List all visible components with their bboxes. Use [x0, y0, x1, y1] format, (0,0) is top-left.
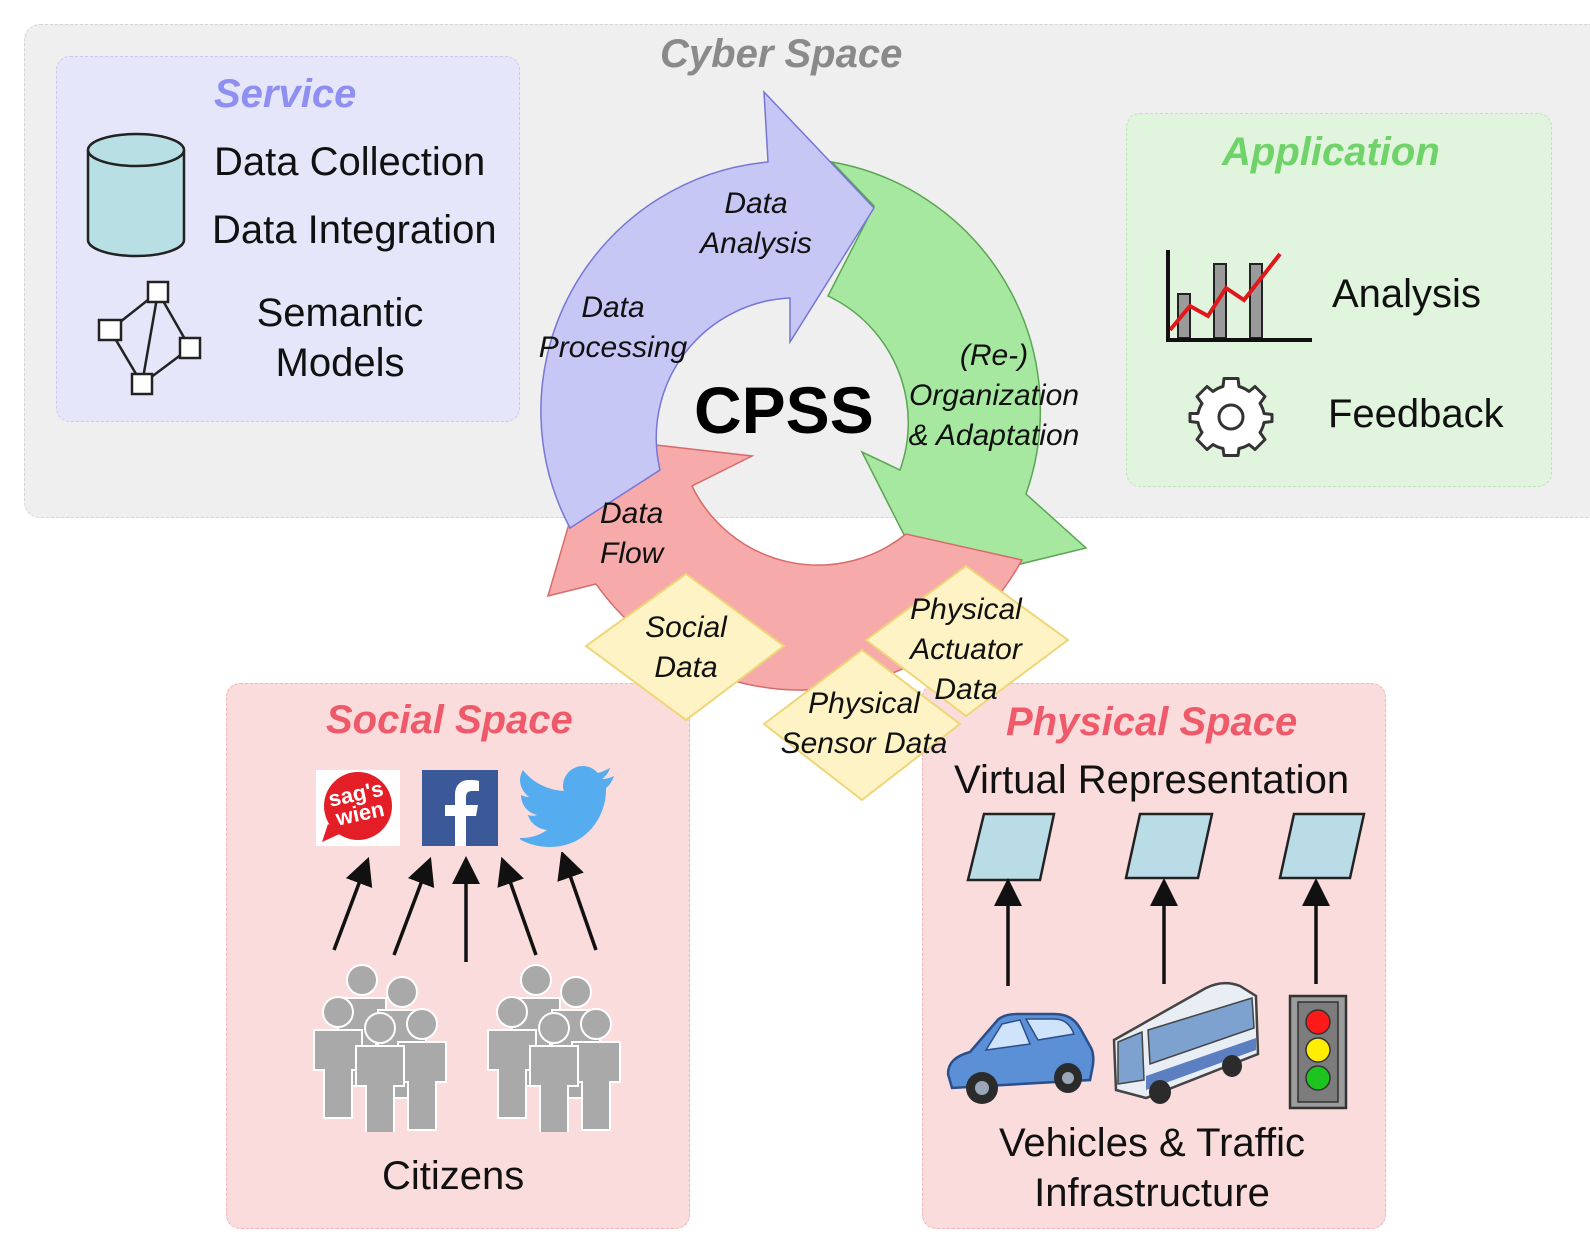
data-flow-label: Data Flow: [600, 497, 664, 570]
virtual-representation-label: Virtual Representation: [954, 758, 1350, 802]
graph-network-icon: [97, 280, 202, 396]
database-icon: [86, 132, 186, 258]
data-processing-label: Data Processing: [538, 291, 688, 364]
virtual-object-1: [966, 812, 1056, 882]
speech-bubble-icon: [322, 772, 392, 842]
citizens-label: Citizens: [382, 1154, 525, 1198]
citizens-crowd-icon: [313, 964, 621, 1132]
service-item-data-integration: Data Integration: [212, 208, 497, 252]
service-item-data-collection: Data Collection: [214, 140, 486, 184]
adaptation-arrow: [826, 160, 1088, 587]
organization-adaptation-label: (Re-) Organization & Adaptation: [908, 339, 1080, 452]
data-analysis-arrow: [540, 89, 875, 530]
virtual-object-3: [1278, 812, 1366, 880]
application-item-analysis: Analysis: [1332, 272, 1481, 316]
virtual-representation-parallelograms: [966, 812, 1366, 986]
virtual-object-2: [1124, 812, 1214, 880]
service-title: Service: [214, 72, 357, 116]
cyber-space-title: Cyber Space: [660, 32, 903, 76]
application-title: Application: [1222, 130, 1440, 174]
application-item-feedback: Feedback: [1328, 392, 1504, 436]
data-analysis-label: Data Analysis: [700, 187, 812, 260]
physical-actuator-data-diamond: [864, 564, 1070, 718]
analysis-chart-icon: [1166, 250, 1312, 342]
cpss-center-label: CPSS: [694, 373, 874, 447]
physical-sensor-data-diamond: [762, 648, 962, 802]
physical-space-title: Physical Space: [1006, 700, 1298, 744]
vehicles-traffic-infrastructure-label: Vehicles & Traffic Infrastructure: [998, 1121, 1306, 1215]
citizen-arrows: [332, 852, 598, 962]
bus-icon: [1112, 982, 1260, 1104]
social-data-label: Social Data: [645, 611, 727, 684]
physical-actuator-data-label: Physical Actuator Data: [910, 593, 1022, 706]
car-icon: [946, 1012, 1095, 1104]
social-space-title: Social Space: [326, 698, 573, 742]
sags-wien-logo: sag's wien: [316, 770, 400, 846]
gear-icon: [1188, 377, 1274, 457]
facebook-icon: [422, 770, 498, 846]
social-data-diamond: [584, 572, 786, 722]
traffic-light-icon: [1288, 994, 1348, 1110]
semantic-models-label: Semantic Models: [256, 291, 424, 385]
physical-sensor-data-label: Physical Sensor Data: [780, 687, 948, 760]
physical-space-panel: [922, 683, 1386, 1229]
twitter-icon: [520, 766, 614, 847]
data-type-diamonds: [584, 564, 1070, 802]
